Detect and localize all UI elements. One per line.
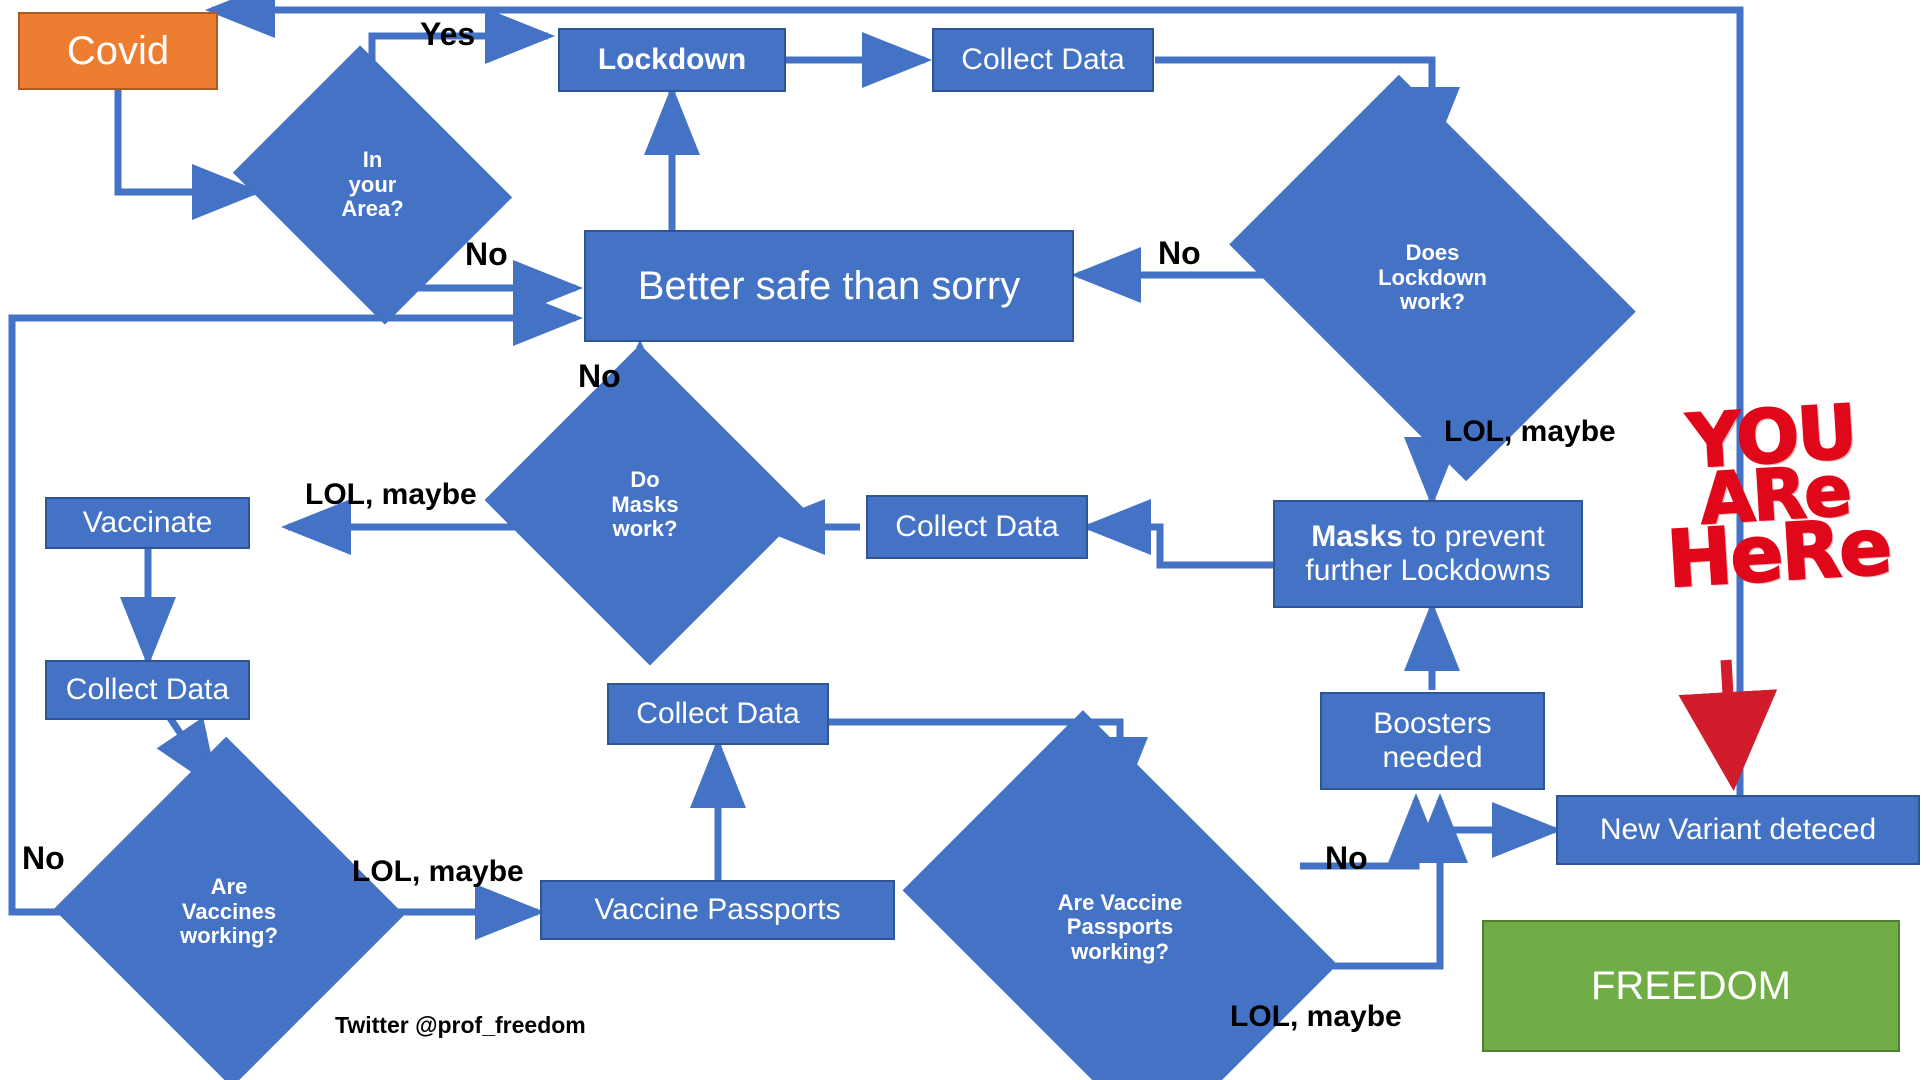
node-are-passports-working-label: Are Vaccine Passports working?: [1057, 889, 1183, 964]
you-are-here-annotation: YOU ARe HeRe: [1625, 388, 1925, 607]
node-new-variant-detected[interactable]: New Variant deteced: [1556, 795, 1920, 865]
you-are-here-line-3: HeRe: [1663, 501, 1893, 606]
node-covid-label: Covid: [66, 28, 170, 73]
node-freedom[interactable]: FREEDOM: [1482, 920, 1900, 1052]
edge-label-no-masks-work: No: [578, 358, 621, 394]
node-vaccinate-label: Vaccinate: [82, 506, 213, 540]
node-do-masks-work[interactable]: Do Masks work?: [484, 344, 806, 666]
node-lockdown-label: Lockdown: [597, 43, 747, 77]
node-collect-data-4-label: Collect Data: [636, 697, 800, 731]
node-collect-data-2[interactable]: Collect Data: [866, 495, 1088, 559]
edge-label-lol-passports: LOL, maybe: [1230, 1000, 1402, 1033]
node-do-masks-work-label: Do Masks work?: [611, 467, 679, 542]
edge-label-no-area: No: [465, 236, 508, 272]
node-are-vaccines-working[interactable]: Are Vaccines working?: [53, 736, 405, 1080]
node-in-your-area[interactable]: In your Area?: [232, 45, 513, 325]
node-in-your-area-label: In your Area?: [341, 147, 404, 222]
node-masks-rest: to prevent further Lockdowns: [1305, 520, 1551, 587]
edge-label-no-lockdown-work: No: [1158, 235, 1201, 271]
node-collect-data-1-label: Collect Data: [961, 43, 1125, 77]
node-vaccinate[interactable]: Vaccinate: [45, 497, 250, 549]
node-covid[interactable]: Covid: [18, 12, 218, 90]
node-are-vaccine-passports-working[interactable]: Are Vaccine Passports working?: [902, 710, 1338, 1080]
node-new-variant-label: New Variant deteced: [1599, 813, 1877, 847]
node-lockdown[interactable]: Lockdown: [558, 28, 786, 92]
edge-label-no-passports: No: [1325, 840, 1368, 876]
edge-label-lol-lockdown-work: LOL, maybe: [1444, 415, 1616, 448]
node-collect-data-3-label: Collect Data: [65, 673, 230, 707]
node-boosters-label: Boosters needed: [1373, 707, 1492, 774]
twitter-credit: Twitter @prof_freedom: [335, 1012, 586, 1038]
node-collect-data-1[interactable]: Collect Data: [932, 28, 1154, 92]
node-freedom-label: FREEDOM: [1591, 963, 1791, 1008]
node-collect-data-3[interactable]: Collect Data: [45, 660, 250, 720]
node-masks-to-prevent-lockdowns[interactable]: Masks to prevent further Lockdowns: [1273, 500, 1583, 608]
you-are-here-arrow: [1678, 659, 1778, 791]
node-better-safe-label: Better safe than sorry: [637, 263, 1021, 308]
node-collect-data-2-label: Collect Data: [895, 510, 1059, 544]
node-does-lockdown-work-label: Does Lockdown work?: [1378, 240, 1487, 315]
node-vaccine-passports-label: Vaccine Passports: [594, 893, 841, 927]
node-better-safe-than-sorry[interactable]: Better safe than sorry: [584, 230, 1074, 342]
edge-label-lol-vaccines: LOL, maybe: [352, 855, 524, 888]
node-vaccine-passports[interactable]: Vaccine Passports: [540, 880, 895, 940]
edge-label-lol-masks-work: LOL, maybe: [305, 478, 477, 511]
node-masks-label: Masks to prevent further Lockdowns: [1275, 520, 1581, 587]
edge-label-no-vaccines: No: [22, 840, 65, 876]
node-boosters-needed[interactable]: Boosters needed: [1320, 692, 1545, 790]
node-collect-data-4[interactable]: Collect Data: [607, 683, 829, 745]
edge-label-yes-area: Yes: [420, 16, 476, 52]
node-are-vaccines-working-label: Are Vaccines working?: [180, 874, 278, 949]
node-masks-bold: Masks: [1311, 520, 1403, 554]
node-does-lockdown-work[interactable]: Does Lockdown work?: [1229, 74, 1636, 482]
